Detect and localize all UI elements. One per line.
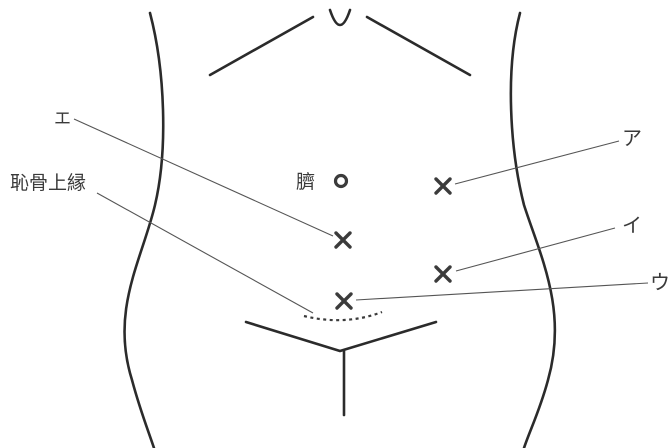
xiphoid-curve: [330, 10, 350, 25]
label-i: イ: [622, 213, 642, 237]
leader-line-i: [456, 228, 615, 271]
pubic-upper-margin-dotted: [304, 312, 382, 320]
inguinal-lines: [246, 322, 436, 351]
marker-i: [436, 267, 450, 281]
leader-line-e: [74, 119, 333, 236]
marker-a: [436, 179, 450, 193]
label-e: エ: [54, 109, 71, 129]
leader-line-u: [356, 283, 648, 300]
right-rib-margin: [367, 17, 470, 75]
label-navel: 臍: [296, 171, 315, 193]
torso-right-outline: [511, 13, 555, 448]
left-rib-margin: [210, 17, 313, 75]
leader-line-a: [455, 141, 619, 184]
torso-left-outline: [124, 13, 163, 448]
label-pubic-upper-margin: 恥骨上縁: [10, 172, 86, 194]
label-u: ウ: [650, 270, 670, 294]
label-a: ア: [622, 126, 642, 150]
marker-u: [337, 294, 351, 308]
navel-mark: [336, 176, 347, 187]
marker-e: [336, 233, 350, 247]
